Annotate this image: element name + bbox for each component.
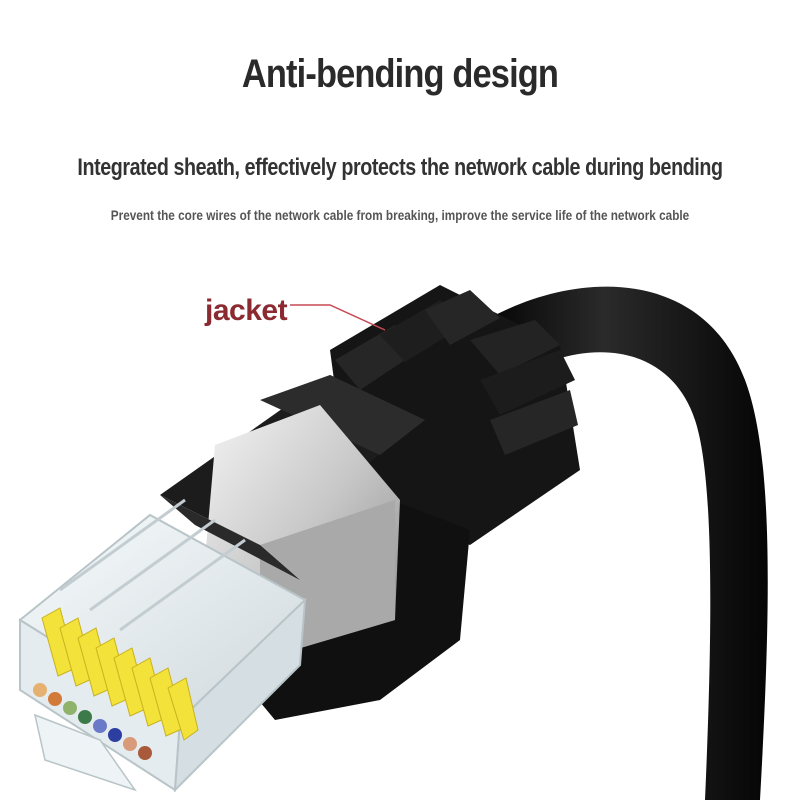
cable — [470, 286, 768, 800]
wire-ends — [33, 683, 152, 760]
page-subtitle: Integrated sheath, effectively protects … — [77, 154, 723, 181]
callout-line — [290, 304, 386, 331]
page-title: Anti-bending design — [241, 52, 559, 96]
page-caption: Prevent the core wires of the network ca… — [110, 207, 690, 223]
callout-label: jacket — [205, 294, 288, 327]
gold-pins — [41, 607, 199, 741]
